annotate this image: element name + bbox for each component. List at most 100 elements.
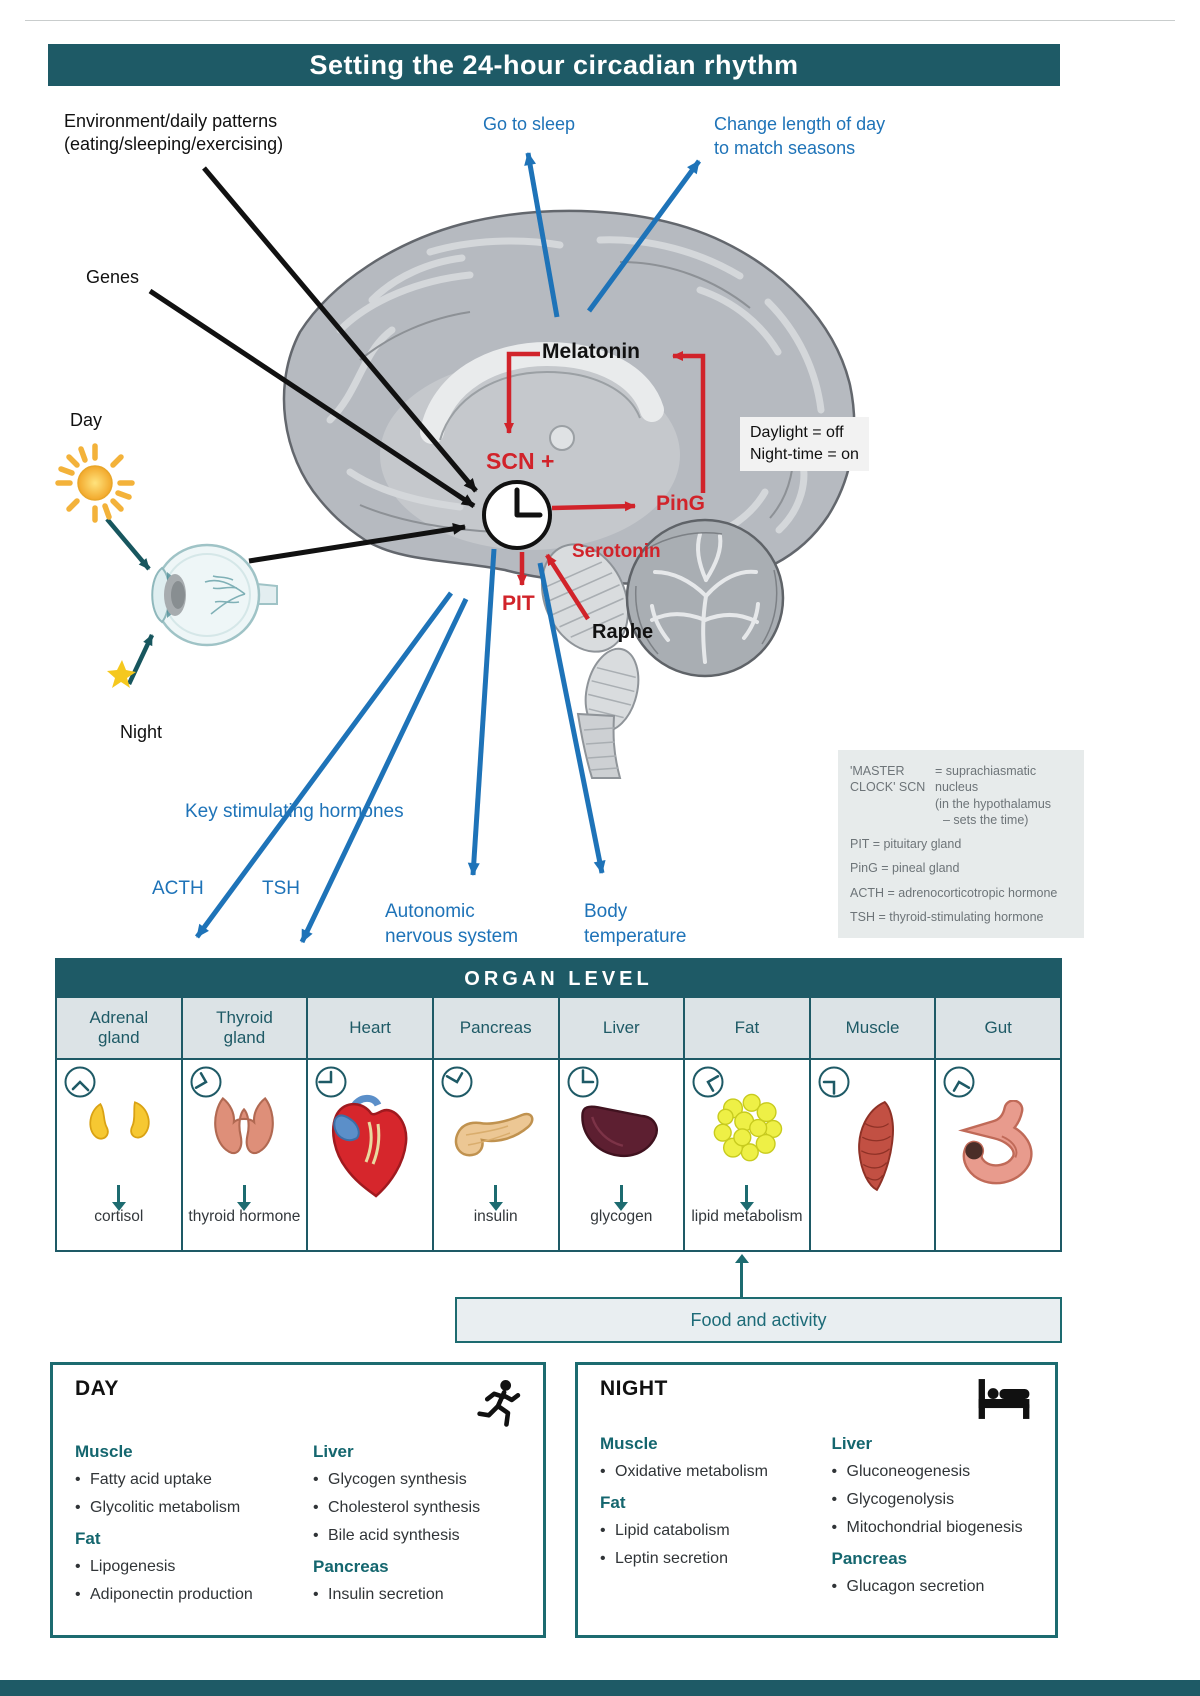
food-activity-bar: Food and activity [455, 1297, 1062, 1343]
raphe-label: Raphe [592, 621, 654, 643]
arrow-genes-to-clock [148, 288, 476, 509]
legend-definition: = suprachiasmatic nucleus (in the hypoth… [935, 764, 1052, 827]
list-item: Oxidative metabolism [600, 1462, 802, 1482]
legend-tsh: TSH = thyroid-stimulating hormone [850, 909, 1044, 924]
scn-label: SCN + [486, 448, 555, 474]
organ-column-fat: Fat [683, 998, 809, 1250]
list-item: Bile acid synthesis [313, 1526, 521, 1546]
organ-name: Fat [685, 998, 809, 1060]
day-column-2: Liver Glycogen synthesis Cholesterol syn… [313, 1431, 521, 1613]
organ-column-liver: Liver glycogen [557, 998, 684, 1250]
body-temperature-label: Body temperature [584, 901, 687, 947]
eye-icon [151, 543, 278, 647]
food-activity-up-arrow [734, 1254, 749, 1297]
go-to-sleep-label: Go to sleep [483, 114, 576, 134]
page-title: Setting the 24-hour circadian rhythm [309, 49, 799, 80]
star-icon [107, 660, 136, 688]
day-column-1: Muscle Fatty acid uptake Glycolitic meta… [75, 1431, 283, 1613]
ping-label: PinG [656, 492, 706, 515]
list-item: Cholesterol synthesis [313, 1498, 521, 1518]
organ-column-muscle: Muscle [808, 998, 935, 1250]
heart-icon [332, 1094, 408, 1198]
organ-output: glycogen [590, 1208, 653, 1225]
list-item: Lipid catabolism [600, 1521, 802, 1541]
organ-name: Adrenal gland [57, 998, 181, 1060]
section-heading: Liver [831, 1434, 873, 1453]
section-heading: Liver [313, 1442, 354, 1461]
down-arrow-icon [237, 1185, 252, 1211]
list-item: Adiponectin production [75, 1585, 283, 1605]
clock-icon [818, 1066, 850, 1098]
arrow-to-autonomic [467, 548, 497, 876]
organ-name: Muscle [810, 998, 935, 1060]
clock-icon [692, 1066, 724, 1098]
change-length-label: Change length of day to match seasons [714, 114, 886, 158]
list-item: Glucagon secretion [832, 1577, 1034, 1597]
top-divider [25, 20, 1175, 21]
arrow-ping-to-melatonin [672, 351, 706, 493]
sun-icon [55, 443, 135, 523]
list-item: Lipogenesis [75, 1557, 283, 1577]
organ-column-heart: Heart [306, 998, 432, 1250]
arrow-environment-to-clock [202, 166, 478, 493]
organ-name: Pancreas [433, 998, 558, 1060]
autonomic-label: Autonomic nervous system [385, 901, 519, 947]
legend-term: 'MASTER CLOCK' SCN [850, 764, 926, 795]
section-heading: Pancreas [313, 1557, 389, 1576]
night-column-2: Liver Gluconeogenesis Glycogenolysis Mit… [832, 1423, 1034, 1605]
master-clock-icon [482, 480, 552, 550]
section-heading: Muscle [75, 1442, 133, 1461]
liver-icon [581, 1105, 659, 1158]
day-title: DAY [75, 1377, 119, 1400]
organ-output: insulin [473, 1208, 518, 1225]
adrenal-gland-icon [89, 1101, 150, 1140]
genes-label: Genes [86, 267, 140, 287]
daylight-note: Daylight = off Night-time = on [740, 417, 869, 471]
arrow-raphe-to-clock [545, 553, 590, 621]
organ-level-header: ORGAN LEVEL [57, 960, 1060, 998]
list-item: Glycolitic metabolism [75, 1498, 283, 1518]
section-heading: Fat [75, 1529, 101, 1548]
serotonin-label: Serotonin [572, 541, 661, 562]
down-arrow-icon [739, 1185, 754, 1211]
down-arrow-icon [111, 1185, 126, 1211]
clock-icon [64, 1066, 96, 1098]
key-hormones-label: Key stimulating hormones [185, 801, 404, 822]
organ-name: Liver [559, 998, 684, 1060]
abbreviation-legend: 'MASTER CLOCK' SCN = suprachiasmatic nuc… [838, 750, 1084, 938]
arrow-to-tsh [299, 597, 469, 944]
section-heading: Fat [600, 1493, 626, 1512]
section-heading: Pancreas [831, 1549, 908, 1568]
arrow-clock-to-ping [551, 501, 636, 512]
organ-name: Gut [936, 998, 1060, 1060]
melatonin-label: Melatonin [542, 340, 640, 363]
clock-icon [315, 1066, 347, 1098]
legend-ping: PinG = pineal gland [850, 861, 960, 876]
night-label: Night [120, 722, 163, 742]
organ-output: cortisol [94, 1208, 144, 1225]
clock-icon [441, 1066, 473, 1098]
fat-tissue-icon [713, 1093, 783, 1162]
night-box: NIGHT Muscle Oxidative metabolism Fat Li… [575, 1362, 1058, 1638]
arrow-to-body-temp [537, 562, 606, 874]
list-item: Glycogen synthesis [313, 1470, 521, 1490]
list-item: Leptin secretion [600, 1549, 802, 1569]
arrow-to-change-length [586, 159, 702, 313]
acth-label: ACTH [152, 878, 204, 899]
organ-column-adrenal: Adrenal gland cortisol [57, 998, 181, 1250]
list-item: Mitochondrial biogenesis [832, 1518, 1034, 1538]
clock-icon [567, 1066, 598, 1098]
night-column-1: Muscle Oxidative metabolism Fat Lipid ca… [600, 1423, 802, 1605]
organ-column-pancreas: Pancreas [431, 998, 558, 1250]
organ-name: Heart [308, 998, 432, 1060]
thyroid-gland-icon [214, 1096, 275, 1154]
legend-acth: ACTH = adrenocorticotropic hormone [850, 885, 1058, 900]
moon-icon [59, 646, 136, 730]
organ-output: lipid metabolism [691, 1208, 803, 1225]
tsh-label: TSH [262, 878, 300, 899]
organ-name: Thyroid gland [182, 998, 307, 1060]
stomach-icon [958, 1099, 1033, 1184]
list-item: Fatty acid uptake [75, 1470, 283, 1490]
arrow-to-go-to-sleep [524, 152, 560, 318]
